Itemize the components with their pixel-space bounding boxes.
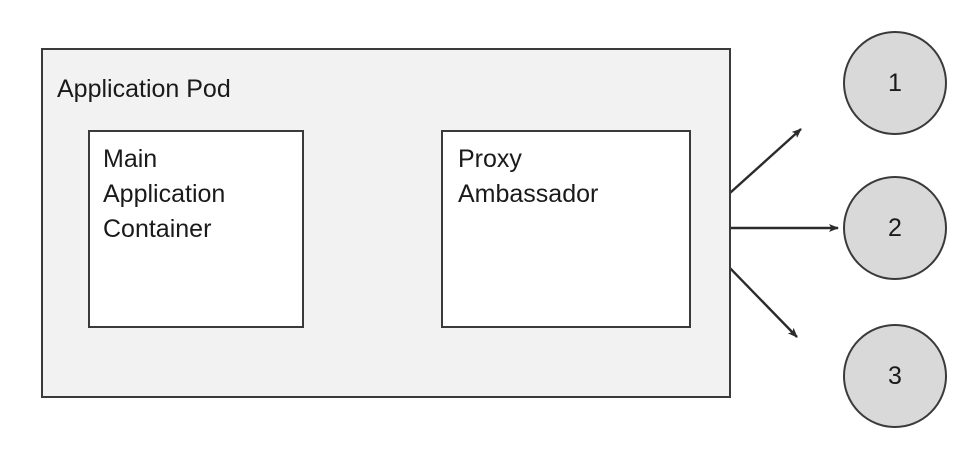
main-application-container-box xyxy=(88,130,304,328)
external-node-2: 2 xyxy=(843,176,947,280)
external-node-1: 1 xyxy=(843,31,947,135)
application-pod-title: Application Pod xyxy=(57,75,231,103)
proxy-ambassador-container-label: Proxy Ambassador xyxy=(458,145,599,208)
main-application-container-label: Main Application Container xyxy=(103,145,226,243)
external-node-3-label: 3 xyxy=(888,361,902,390)
proxy-ambassador-container-box xyxy=(441,130,691,328)
external-node-2-label: 2 xyxy=(888,213,902,242)
external-node-1-label: 1 xyxy=(888,68,902,97)
external-node-3: 3 xyxy=(843,324,947,428)
